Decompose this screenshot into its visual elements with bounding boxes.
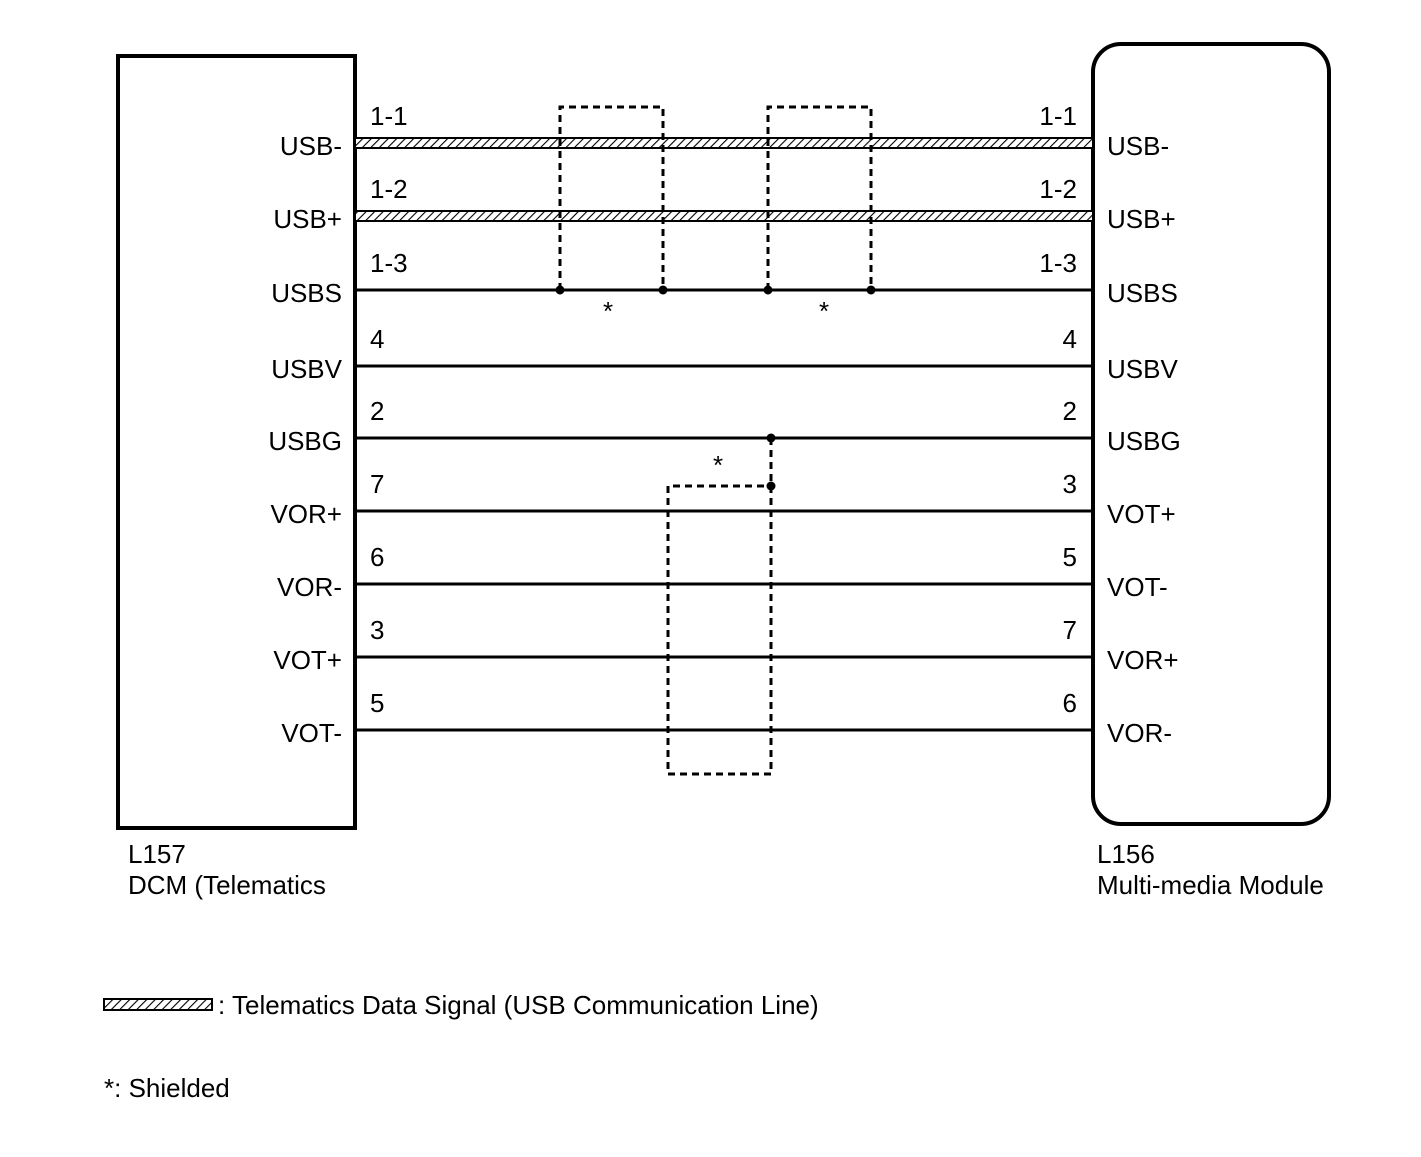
shield-mark: * [713,450,723,480]
left-pin-number: 3 [370,615,384,645]
junction-dot [763,285,773,295]
left-signal-label: USBG [268,426,342,456]
right-signal-label: VOR+ [1107,645,1179,675]
right-pin-number: 1-2 [1039,174,1077,204]
shield-group [558,105,873,776]
right-signal-label: USB- [1107,131,1169,161]
junction-dot [658,285,668,295]
left-pin-number: 4 [370,324,384,354]
left-signal-label: USBS [271,278,342,308]
right-pin-number: 1-3 [1039,248,1077,278]
right-signal-label: VOR- [1107,718,1172,748]
shield-outline [666,438,773,776]
multimedia-component-code: L156 [1097,839,1155,869]
left-pin-number: 7 [370,469,384,499]
right-signal-label: USBS [1107,278,1178,308]
junction-dot [866,285,876,295]
right-signal-label: USB+ [1107,204,1176,234]
junction-dot [766,433,776,443]
left-signal-label: USB+ [273,204,342,234]
left-pin-number: 5 [370,688,384,718]
right-signal-label: USBV [1107,354,1178,384]
shield-outline [558,105,665,290]
right-pin-number: 4 [1063,324,1077,354]
right-pin-number: 5 [1063,542,1077,572]
right-pin-number: 6 [1063,688,1077,718]
right-pin-number: 7 [1063,615,1077,645]
junction-dot [555,285,565,295]
left-signal-label: VOT- [281,718,342,748]
shield-outline [766,105,873,290]
left-signal-label: USBV [271,354,342,384]
right-signal-label: VOT+ [1107,499,1176,529]
right-signal-label: USBG [1107,426,1181,456]
shield-mark: * [819,296,829,326]
left-pin-number: 1-3 [370,248,408,278]
left-pin-number: 2 [370,396,384,426]
junction-dot [766,481,776,491]
usb-wire [354,210,1094,222]
left-pin-number: 1-1 [370,101,408,131]
dcm-component-code: L157 [128,839,186,869]
left-signal-label: VOT+ [273,645,342,675]
usb-wire [354,137,1094,149]
dcm-component-box [116,54,357,830]
left-signal-label: VOR+ [270,499,342,529]
left-signal-label: USB- [280,131,342,161]
shield-mark: * [603,296,613,326]
shielded-legend-text: *: Shielded [104,1073,230,1103]
left-signal-label: VOR- [277,572,342,602]
multimedia-component-name: Multi-media Module [1097,870,1324,900]
right-pin-number: 3 [1063,469,1077,499]
left-pin-number: 1-2 [370,174,408,204]
left-pin-number: 6 [370,542,384,572]
right-pin-number: 2 [1063,396,1077,426]
right-signal-label: VOT- [1107,572,1168,602]
multimedia-component-box [1091,42,1331,826]
dcm-component-name: DCM (Telematics [128,870,326,900]
junction-dots [555,285,876,491]
usb-line-legend-text: : Telematics Data Signal (USB Communicat… [218,990,819,1020]
usb-line-legend-swatch [103,998,213,1011]
right-pin-number: 1-1 [1039,101,1077,131]
